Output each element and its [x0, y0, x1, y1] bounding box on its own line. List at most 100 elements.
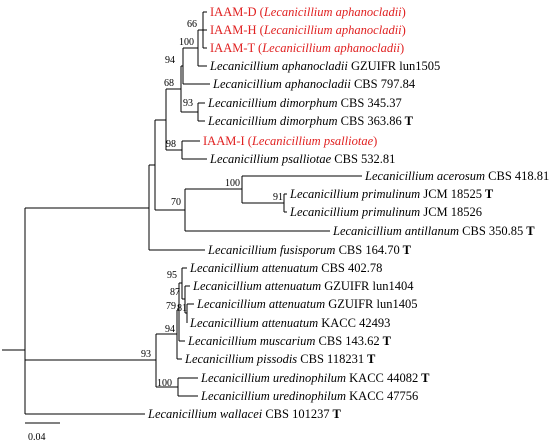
species-name: Lecanicillium aphanocladii [212, 77, 351, 91]
strain-text: CBS 164.70 [335, 243, 399, 257]
strain-text: IAAM-T ( [210, 41, 262, 55]
taxon-label: Lecanicillium attenuatum GZUIFR lun1405 [196, 297, 417, 311]
taxon-label: Lecanicillium fusisporum CBS 164.70 T [207, 243, 412, 257]
strain-text: ) [400, 41, 404, 55]
strain-text: IAAM-H ( [210, 23, 264, 37]
bootstrap-value: 79 [166, 301, 176, 312]
species-name: Lecanicillium antillanum [332, 224, 459, 238]
bootstrap-value: 91 [273, 192, 283, 203]
strain-text: ) [402, 23, 406, 37]
type-strain-mark: T [523, 224, 535, 238]
bootstrap-value: 66 [187, 19, 197, 30]
strain-text: CBS 797.84 [351, 77, 416, 91]
taxon-label: Lecanicillium psalliotae CBS 532.81 [209, 152, 395, 166]
species-name: Lecanicillium pissodis [184, 352, 297, 366]
taxon-label: Lecanicillium attenuatum CBS 402.78 [189, 261, 382, 275]
strain-text: CBS 418.81 [485, 169, 549, 183]
taxon-label: IAAM-I (Lecanicillium psalliotae) [203, 134, 377, 148]
strain-text: ) [402, 5, 406, 19]
strain-text: ) [373, 134, 377, 148]
species-name: Lecanicillium muscarium [187, 334, 315, 348]
species-name: Lecanicillium primulinum [289, 187, 420, 201]
strain-text: CBS 532.81 [331, 152, 395, 166]
species-name: Lecanicillium primulinum [289, 205, 420, 219]
type-strain-mark: T [364, 352, 376, 366]
taxon-label: Lecanicillium primulinum JCM 18526 [289, 205, 482, 219]
scale-bar-label: 0.04 [28, 432, 46, 443]
bootstrap-value: 98 [166, 139, 176, 150]
bootstrap-value: 70 [171, 197, 181, 208]
strain-text: CBS 402.78 [318, 261, 382, 275]
type-strain-mark: T [400, 243, 412, 257]
bootstrap-value: 93 [141, 349, 151, 360]
type-strain-mark: T [418, 371, 430, 385]
strain-text: GZUIFR lun1405 [325, 297, 417, 311]
bootstrap-value: 87 [170, 287, 180, 298]
strain-text: GZUIFR lun1404 [321, 279, 414, 293]
bootstrap-value: 100 [225, 178, 240, 189]
type-strain-mark: T [482, 187, 494, 201]
strain-text: KACC 42493 [318, 316, 390, 330]
bootstrap-value: 100 [179, 37, 194, 48]
strain-text: CBS 345.37 [338, 96, 402, 110]
species-name: Lecanicillium uredinophilum [200, 371, 346, 385]
species-name: Lecanicillium fusisporum [207, 243, 335, 257]
taxon-label: IAAM-D (Lecanicillium aphanocladii) [210, 5, 406, 19]
species-name: Lecanicillium aphanocladii [209, 59, 348, 73]
taxon-label: Lecanicillium primulinum JCM 18525 T [289, 187, 494, 201]
bootstrap-value: 93 [183, 98, 193, 109]
bootstrap-value: 100 [157, 378, 172, 389]
strain-text: CBS 143.62 [315, 334, 379, 348]
taxon-label: Lecanicillium aphanocladii CBS 797.84 [212, 77, 416, 91]
taxon-label: Lecanicillium acerosum CBS 418.81 T [364, 169, 550, 183]
species-name: Lecanicillium psalliotae [209, 152, 332, 166]
species-name: Lecanicillium dimorphum [207, 96, 338, 110]
species-name: Lecanicillium attenuatum [192, 279, 321, 293]
taxon-label: Lecanicillium dimorphum CBS 345.37 [207, 96, 402, 110]
taxon-label: Lecanicillium pissodis CBS 118231 T [184, 352, 376, 366]
species-name: Lecanicillium psalliotae [251, 134, 374, 148]
strain-text: JCM 18526 [420, 205, 482, 219]
bootstrap-value: 94 [165, 324, 175, 335]
taxon-label: Lecanicillium wallacei CBS 101237 T [147, 407, 342, 421]
bootstrap-value: 94 [165, 55, 175, 66]
taxon-label: Lecanicillium attenuatum KACC 42493 [189, 316, 390, 330]
taxon-label: Lecanicillium antillanum CBS 350.85 T [332, 224, 535, 238]
species-name: Lecanicillium uredinophilum [200, 389, 346, 403]
taxon-label: Lecanicillium aphanocladii GZUIFR lun150… [209, 59, 440, 73]
tree-branches [2, 11, 362, 415]
taxon-label: Lecanicillium uredinophilum KACC 44082 T [200, 371, 430, 385]
type-strain-mark: T [402, 114, 414, 128]
species-name: Lecanicillium aphanocladii [263, 5, 402, 19]
taxon-label: Lecanicillium uredinophilum KACC 47756 [200, 389, 418, 403]
bootstrap-value: 81 [177, 303, 187, 314]
species-name: Lecanicillium aphanocladii [263, 23, 402, 37]
species-name: Lecanicillium dimorphum [207, 114, 338, 128]
strain-text: JCM 18525 [420, 187, 482, 201]
strain-text: CBS 101237 [262, 407, 329, 421]
species-name: Lecanicillium attenuatum [196, 297, 325, 311]
strain-text: CBS 118231 [297, 352, 364, 366]
taxon-label: IAAM-H (Lecanicillium aphanocladii) [210, 23, 406, 37]
taxon-label: Lecanicillium dimorphum CBS 363.86 T [207, 114, 414, 128]
type-strain-mark: T [330, 407, 342, 421]
scale-bar: 0.04 [25, 422, 60, 443]
strain-text: CBS 363.86 [338, 114, 402, 128]
strain-text: GZUIFR lun1505 [348, 59, 440, 73]
taxon-label: Lecanicillium attenuatum GZUIFR lun1404 [192, 279, 414, 293]
bootstrap-value: 68 [164, 78, 174, 89]
species-name: Lecanicillium wallacei [147, 407, 263, 421]
type-strain-mark: T [380, 334, 392, 348]
taxon-label: Lecanicillium muscarium CBS 143.62 T [187, 334, 392, 348]
bootstrap-value: 95 [167, 270, 177, 281]
taxon-labels: IAAM-D (Lecanicillium aphanocladii)IAAM-… [147, 5, 550, 421]
species-name: Lecanicillium attenuatum [189, 261, 318, 275]
strain-text: IAAM-I ( [203, 134, 252, 148]
species-name: Lecanicillium acerosum [364, 169, 485, 183]
strain-text: IAAM-D ( [210, 5, 264, 19]
strain-text: KACC 44082 [346, 371, 418, 385]
species-name: Lecanicillium attenuatum [189, 316, 318, 330]
species-name: Lecanicillium aphanocladii [261, 41, 400, 55]
